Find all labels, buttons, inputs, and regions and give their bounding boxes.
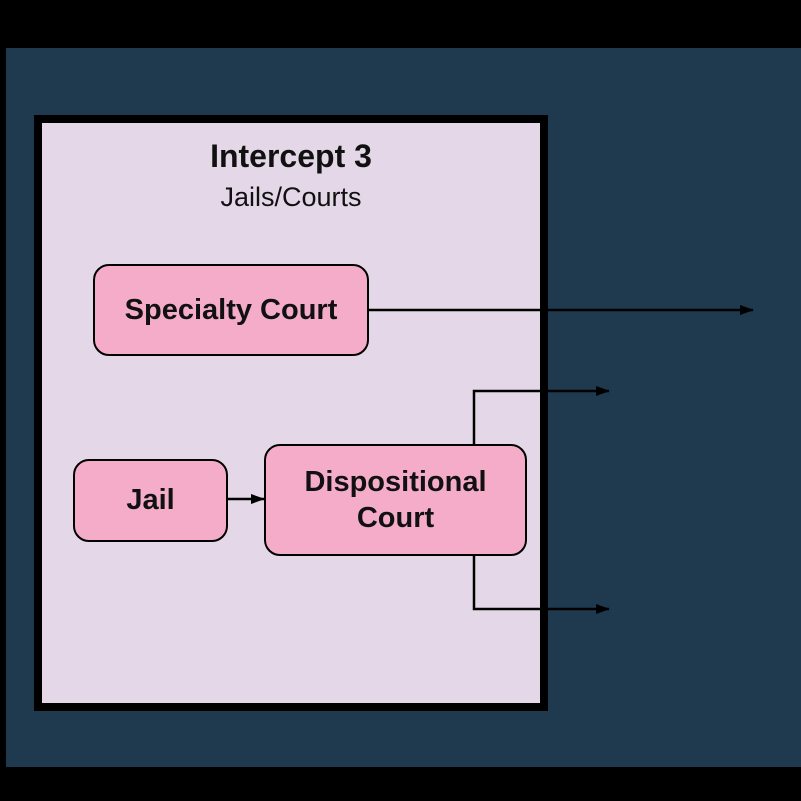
edge-dispositional-court-to-upper-exit bbox=[472, 386, 610, 444]
node-jail-label: Jail bbox=[126, 484, 175, 517]
node-jail: Jail bbox=[73, 459, 228, 542]
node-specialty-court-label: Specialty Court bbox=[124, 293, 338, 326]
intercept-3-box bbox=[34, 115, 548, 711]
node-dispositional-court: Dispositional Court bbox=[264, 444, 527, 556]
node-specialty-court: Specialty Court bbox=[93, 264, 369, 356]
intercept-subtitle: Jails/Courts bbox=[220, 182, 362, 212]
edge-dispositional-court-to-lower-exit bbox=[472, 556, 610, 614]
node-dispositional-court-label: Dispositional Court bbox=[304, 465, 487, 534]
intercept-title: Intercept 3 bbox=[210, 138, 372, 174]
